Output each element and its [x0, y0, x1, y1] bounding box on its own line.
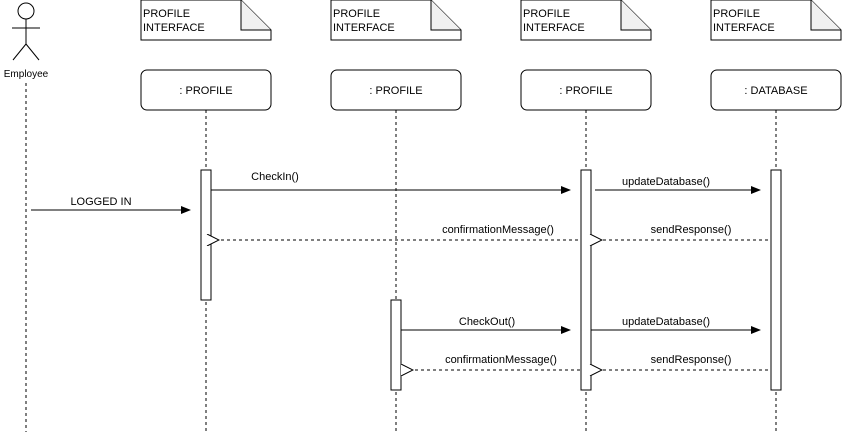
message-label: sendResponse()	[651, 354, 732, 366]
participant-profile-2: : PROFILE	[330, 69, 462, 111]
message-logged-in: LOGGED IN	[31, 196, 191, 214]
participant-label: : DATABASE	[744, 85, 807, 97]
note-line2: INTERFACE	[713, 22, 775, 34]
activation-profile-2	[390, 299, 402, 391]
message-update-database-1: updateDatabase()	[595, 176, 761, 194]
actor-left-leg	[12, 43, 27, 61]
activation-profile-3	[580, 169, 592, 391]
actor-employee: Employee	[4, 2, 49, 80]
message-label: LOGGED IN	[70, 196, 131, 208]
message-label: CheckOut()	[459, 316, 515, 328]
return-send-response-1: sendResponse()	[602, 224, 768, 240]
message-checkin: CheckIn()	[211, 171, 571, 194]
actor-label: Employee	[4, 69, 49, 80]
note-line1: PROFILE	[713, 8, 760, 20]
participant-label: : PROFILE	[179, 85, 232, 97]
actor-head	[17, 2, 35, 20]
message-label: updateDatabase()	[622, 316, 710, 328]
note-line2: INTERFACE	[333, 22, 395, 34]
message-label: sendResponse()	[651, 224, 732, 236]
message-label: updateDatabase()	[622, 176, 710, 188]
activation-profile-1	[200, 169, 212, 301]
message-checkout: CheckOut()	[401, 316, 571, 334]
participant-profile-3: : PROFILE	[520, 69, 652, 111]
note-line2: INTERFACE	[523, 22, 585, 34]
message-label: confirmationMessage()	[445, 354, 557, 366]
participant-database: : DATABASE	[710, 69, 842, 111]
message-label: CheckIn()	[251, 171, 299, 183]
note-line1: PROFILE	[333, 8, 380, 20]
message-label: confirmationMessage()	[442, 224, 554, 236]
note-profile-interface-2: PROFILE INTERFACE	[330, 0, 462, 41]
note-profile-interface-4: PROFILE INTERFACE	[710, 0, 842, 41]
note-line2: INTERFACE	[143, 22, 205, 34]
actor-right-leg	[25, 43, 40, 61]
note-profile-interface-1: PROFILE INTERFACE	[140, 0, 272, 41]
activation-database	[770, 169, 782, 391]
note-line1: PROFILE	[143, 8, 190, 20]
note-profile-interface-3: PROFILE INTERFACE	[520, 0, 652, 41]
return-confirmation-message-1: confirmationMessage()	[219, 224, 578, 240]
participant-label: : PROFILE	[369, 85, 422, 97]
message-update-database-2: updateDatabase()	[591, 316, 761, 334]
participant-profile-1: : PROFILE	[140, 69, 272, 111]
participant-label: : PROFILE	[559, 85, 612, 97]
note-line1: PROFILE	[523, 8, 570, 20]
return-send-response-2: sendResponse()	[602, 354, 768, 370]
return-confirmation-message-2: confirmationMessage()	[413, 354, 580, 370]
